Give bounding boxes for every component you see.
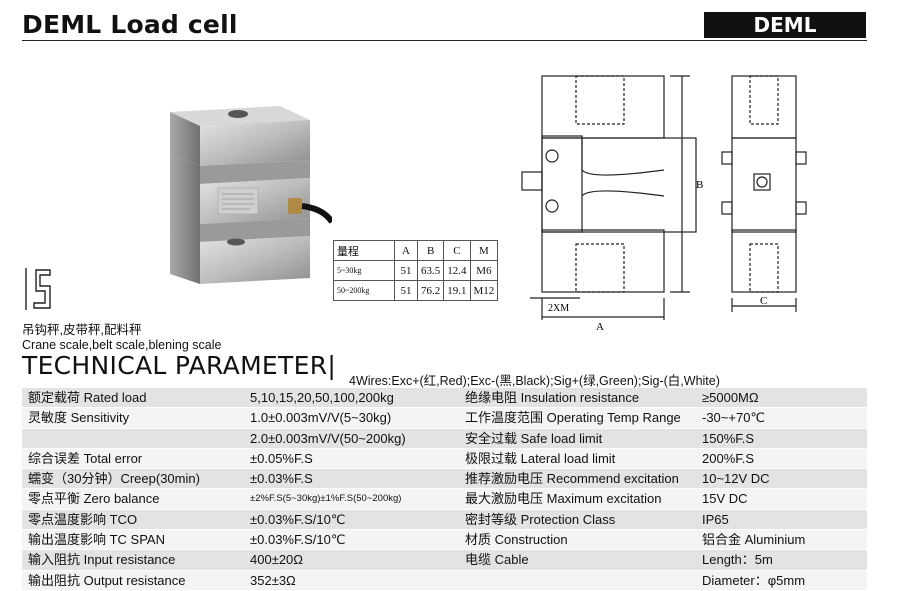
dims-cell: M6 [469,260,499,281]
param-value: IP65 [702,511,729,527]
caption-en: Crane scale,belt scale,blening scale [22,338,222,352]
load-cell-photo [170,106,332,284]
page-title: DEML Load cell [22,10,238,39]
wiring-info: 4Wires:Exc+(红,Red);Exc-(黑,Black);Sig+(绿,… [349,374,720,388]
param-value: ±2%F.S(5~30kg)±1%F.S(50~200kg) [250,493,402,505]
param-label: 蠕变（30分钟）Creep(30min) [28,471,200,487]
param-value: 1.0±0.003mV/V(5~30kg) [250,410,392,426]
dims-cell: 51 [394,280,418,301]
param-value: 2.0±0.003mV/V(50~200kg) [250,430,406,446]
dims-cell: 63.5 [416,260,445,281]
dimensions-table: 量程 A B C M 5~30kg 51 63.5 12.4 M6 50~200… [333,240,499,301]
dims-cell: 12.4 [443,260,471,281]
param-label: 综合误差 Total error [28,450,143,466]
param-value: ±0.05%F.S [250,450,313,466]
dims-header-a: A [394,240,418,261]
param-value: 5,10,15,20,50,100,200kg [250,390,394,405]
param-label: 材质 Construction [465,532,568,548]
param-label: 额定载荷 Rated load [28,390,147,405]
dims-cell: 19.1 [443,280,471,301]
technical-parameter-title: TECHNICAL PARAMETER| [22,351,337,380]
param-label: 输入阻抗 Input resistance [28,552,176,568]
param-label: 电缆 Cable [465,552,529,568]
dims-header-range: 量程 [333,240,395,261]
model-badge: DEML [704,12,866,38]
table-row: 综合误差 Total error ±0.05%F.S 极限过载 Lateral … [22,448,867,470]
dims-cell: 5~30kg [333,260,395,281]
param-label: 推荐激励电压 Recommend excitation [465,471,679,487]
table-row: 零点平衡 Zero balance ±2%F.S(5~30kg)±1%F.S(5… [22,489,867,510]
param-label: 密封等级 Protection Class [465,511,616,527]
param-value: 200%F.S [702,450,755,466]
dims-header-c: C [443,240,471,261]
table-row: 输出阻抗 Output resistance 352±3Ω Diameter：φ… [22,570,867,591]
dims-cell: 76.2 [416,280,445,301]
param-value: ≥5000MΩ [702,390,759,405]
param-label: 零点温度影响 TCO [28,511,138,527]
header-rule [22,40,867,41]
param-value: 铝合金 Aluminium [702,532,806,548]
caption-cn: 吊钩秤,皮带秤,配料秤 [22,323,142,337]
table-row: 零点温度影响 TCO ±0.03%F.S/10℃ 密封等级 Protection… [22,509,867,531]
dims-header-m: M [469,240,499,261]
param-label: 安全过载 Safe load limit [465,430,603,446]
table-row: 输入阻抗 Input resistance 400±20Ω 电缆 Cable L… [22,550,867,571]
table-row: 2.0±0.003mV/V(50~200kg) 安全过载 Safe load l… [22,428,867,449]
param-value: Diameter：φ5mm [702,572,806,588]
param-label: 输出温度影响 TC SPAN [28,532,165,548]
param-label: 绝缘电阻 Insulation resistance [465,390,640,405]
param-label: 输出阻抗 Output resistance [28,572,186,588]
table-row: 灵敏度 Sensitivity 1.0±0.003mV/V(5~30kg) 工作… [22,408,867,429]
table-row: 输出温度影响 TC SPAN ±0.03%F.S/10℃ 材质 Construc… [22,530,867,551]
table-row: 蠕变（30分钟）Creep(30min) ±0.03%F.S 推荐激励电压 Re… [22,469,867,490]
param-value: ±0.03%F.S/10℃ [250,511,346,527]
param-label: 工作温度范围 Operating Temp Range [465,410,681,426]
s-type-icon [25,268,51,310]
dim-a-label: A [596,321,604,333]
param-label: 零点平衡 Zero balance [28,491,160,507]
dim-c-label: C [760,295,767,307]
dims-cell: 50~200kg [333,280,395,301]
dims-cell: M12 [469,280,499,301]
param-value: 15V DC [702,491,748,507]
technical-drawing: A B C 2XM [521,75,807,333]
param-label: 最大激励电压 Maximum excitation [465,491,662,507]
dim-2xm-label: 2XM [548,303,569,314]
parameter-table: 额定载荷 Rated load 5,10,15,20,50,100,200kg … [22,388,867,591]
param-label: 极限过载 Lateral load limit [465,450,616,466]
param-value: 352±3Ω [250,572,296,588]
param-value: -30~+70℃ [702,410,766,426]
application-captions: 吊钩秤,皮带秤,配料秤 Crane scale,belt scale,bleni… [22,323,221,353]
param-value: 150%F.S [702,430,755,446]
dims-header-b: B [416,240,445,261]
dim-b-label: B [696,179,703,191]
param-label: 灵敏度 Sensitivity [28,410,130,426]
param-value: ±0.03%F.S/10℃ [250,532,346,548]
param-value: ±0.03%F.S [250,471,313,487]
param-value: Length：5m [702,552,773,568]
table-row: 额定载荷 Rated load 5,10,15,20,50,100,200kg … [22,388,867,409]
param-value: 400±20Ω [250,552,304,568]
param-value: 10~12V DC [702,471,770,487]
dims-cell: 51 [394,260,418,281]
